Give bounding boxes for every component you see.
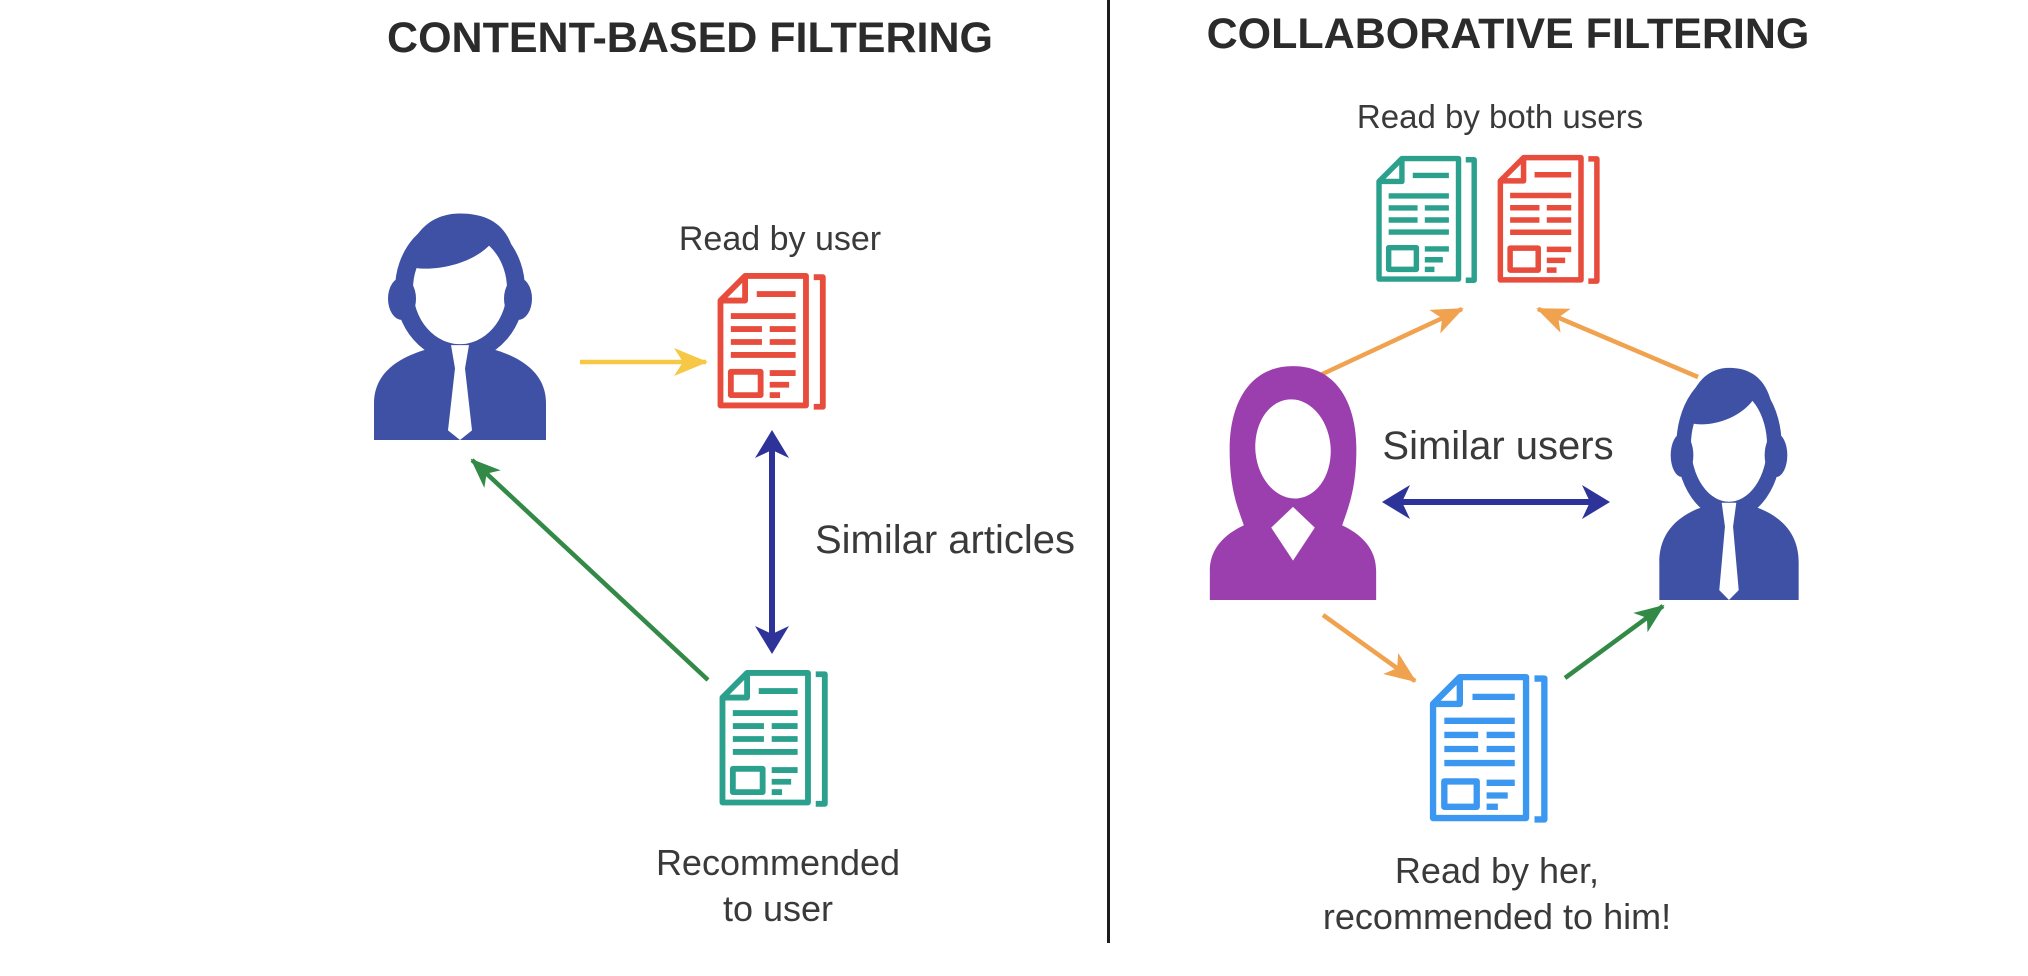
content-based-filtering-title: CONTENT-BASED FILTERING [387, 14, 993, 62]
woman-reads-arrow-orange [1315, 306, 1464, 380]
woman-reads-blue-article-arrow-orange [1321, 613, 1417, 683]
user-reads-article-arrow-yellow [580, 348, 708, 376]
read-by-both-users-label: Read by both users [1356, 98, 1644, 135]
blue-article-recommended-to-man-arrow-green [1563, 604, 1665, 680]
collaborative-filtering-title: COLLABORATIVE FILTERING [1206, 10, 1810, 58]
man-person-icon [1648, 352, 1810, 600]
read-by-her-recommended-label: Read by her, recommended to him! [1307, 848, 1687, 940]
user-person-icon [360, 198, 560, 440]
article-shared-blue-icon [1426, 670, 1550, 828]
similar-users-double-arrow-navy [1382, 485, 1610, 519]
article-both-red-icon [1494, 154, 1602, 286]
article-both-teal-icon [1373, 154, 1479, 286]
article-read-icon [714, 270, 828, 414]
read-by-her-line-2: recommended to him! [1322, 896, 1672, 938]
similar-articles-double-arrow-navy [755, 430, 789, 654]
read-by-user-label: Read by user [678, 220, 882, 258]
article-recommended-icon [716, 668, 830, 810]
recommended-line-1: Recommended [655, 842, 901, 883]
read-by-her-line-1: Read by her, [1394, 850, 1600, 891]
similar-articles-label: Similar articles [814, 518, 1076, 562]
panel-divider-line [1107, 0, 1110, 943]
similar-users-label: Similar users [1382, 424, 1614, 468]
recommended-to-user-label: Recommended to user [628, 840, 928, 932]
man-reads-arrow-orange [1536, 306, 1699, 380]
woman-person-icon [1209, 366, 1377, 600]
article-recommended-to-user-arrow-green [470, 458, 710, 682]
recommended-line-2: to user [722, 888, 834, 930]
